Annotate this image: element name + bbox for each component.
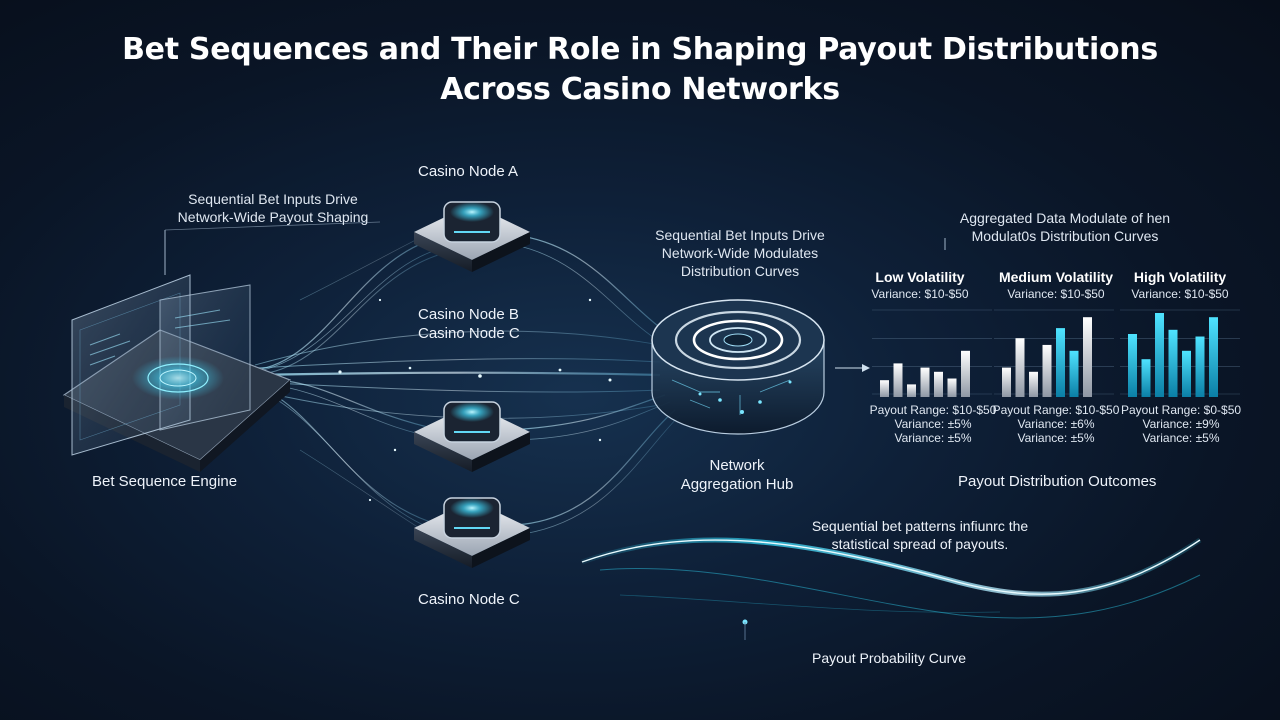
stream-sparkles (338, 298, 612, 502)
medium-payout-range: Payout Range: $10-$50 (992, 403, 1120, 417)
low-payout-range: Payout Range: $10-$50 (869, 403, 997, 417)
outcomes-caption-line-1: Aggregated Data Modulate of hen (959, 210, 1171, 226)
high-volatility-stats: Payout Range: $0-$50 Variance: ±9% Varia… (1116, 403, 1246, 445)
bet-sequence-engine-label: Bet Sequence Engine (92, 473, 238, 490)
low-volatility-bar (893, 363, 903, 397)
low-volatility-variance: Variance: $10-$50 (871, 287, 969, 301)
high-volatility-title: High Volatility (1133, 269, 1227, 285)
high-volatility-bar (1195, 336, 1205, 397)
network-aggregation-hub (651, 299, 825, 435)
low-volatility-bar (920, 367, 930, 397)
low-volatility-bar (880, 380, 889, 397)
medium-volatility-chart (994, 309, 1114, 397)
hub-label-line-2: Aggregation Hub (680, 476, 794, 493)
casino-node-b-chip (414, 401, 530, 472)
medium-volatility-bar (1056, 328, 1065, 397)
medium-volatility-bar (1029, 371, 1038, 397)
page-title-line-1: Bet Sequences and Their Role in Shaping … (122, 32, 1158, 67)
high-volatility-bar (1209, 317, 1218, 397)
casino-node-b-label: Casino Node B (418, 306, 519, 323)
medium-volatility-variance: Variance: $10-$50 (1007, 287, 1105, 301)
hub-to-outcomes-arrowhead (862, 364, 870, 372)
engine-caption-line-2: Network-Wide Payout Shaping (177, 209, 369, 225)
bet-sequence-engine-device (62, 274, 292, 472)
low-variance-2: Variance: ±5% (894, 431, 972, 445)
casino-node-c-bottom-label: Casino Node C (418, 591, 520, 608)
payout-distribution-outcomes-label: Payout Distribution Outcomes (958, 473, 1157, 490)
casino-node-a-label: Casino Node A (418, 163, 519, 180)
medium-volatility-title: Medium Volatility (998, 269, 1114, 285)
medium-volatility-bar (1069, 350, 1079, 397)
high-volatility-bar (1141, 359, 1151, 397)
payout-probability-curve-label: Payout Probability Curve (812, 650, 967, 666)
high-volatility-bar (1155, 313, 1164, 397)
curve-caption-line-2: statistical spread of payouts. (831, 536, 1009, 552)
high-variance-2: Variance: ±5% (1142, 431, 1220, 445)
medium-volatility-bar (1042, 344, 1052, 397)
medium-volatility-bar (1015, 338, 1025, 397)
low-volatility-bar (961, 350, 970, 397)
low-volatility-bar (947, 378, 957, 397)
medium-volatility-stats: Payout Range: $10-$50 Variance: ±6% Vari… (991, 403, 1121, 445)
outcomes-caption: Aggregated Data Modulate of hen Modulat0… (940, 209, 1190, 245)
low-volatility-bar (907, 384, 916, 397)
outcomes-caption-line-2: Modulat0s Distribution Curves (971, 228, 1159, 244)
hub-caption-line-2: Network-Wide Modulates (661, 245, 819, 261)
low-volatility-chart (872, 309, 992, 397)
engine-caption-line-1: Sequential Bet Inputs Drive (188, 191, 358, 207)
casino-node-c-chip (414, 497, 530, 568)
hub-label-line-1: Network (709, 457, 765, 474)
hub-caption: Sequential Bet Inputs Drive Network-Wide… (640, 226, 840, 280)
hub-caption-line-1: Sequential Bet Inputs Drive (655, 227, 825, 243)
engine-caption-leader-h (164, 221, 381, 231)
casino-node-a-chip (414, 201, 530, 272)
medium-volatility-bar (1083, 317, 1092, 397)
page-title: Bet Sequences and Their Role in Shaping … (0, 30, 1280, 110)
hub-caption-line-3: Distribution Curves (680, 263, 800, 279)
high-variance-1: Variance: ±9% (1142, 417, 1220, 431)
high-volatility-bar (1168, 329, 1178, 397)
medium-variance-2: Variance: ±5% (1017, 431, 1095, 445)
high-volatility-chart (1120, 309, 1240, 397)
casino-node-c-label: Casino Node C (418, 325, 520, 342)
high-volatility-bar (1128, 334, 1137, 397)
volatility-bar-charts (872, 309, 1240, 397)
page-title-line-2: Across Casino Networks (440, 72, 840, 107)
low-volatility-stats: Payout Range: $10-$50 Variance: ±5% Vari… (868, 403, 998, 445)
low-variance-1: Variance: ±5% (894, 417, 972, 431)
medium-variance-1: Variance: ±6% (1017, 417, 1095, 431)
low-volatility-bar (934, 371, 943, 397)
low-volatility-title: Low Volatility (875, 269, 965, 285)
network-aggregation-hub-label: Network Aggregation Hub (660, 456, 814, 494)
high-volatility-bar (1182, 350, 1191, 397)
high-volatility-variance: Variance: $10-$50 (1131, 287, 1229, 301)
engine-caption: Sequential Bet Inputs Drive Network-Wide… (168, 190, 378, 226)
high-payout-range: Payout Range: $0-$50 (1120, 403, 1242, 417)
curve-caption-line-1: Sequential bet patterns infiunrc the (811, 518, 1029, 534)
medium-volatility-bar (1002, 367, 1011, 397)
curve-caption: Sequential bet patterns infiunrc the sta… (800, 517, 1040, 553)
payout-probability-curve (581, 537, 1202, 640)
